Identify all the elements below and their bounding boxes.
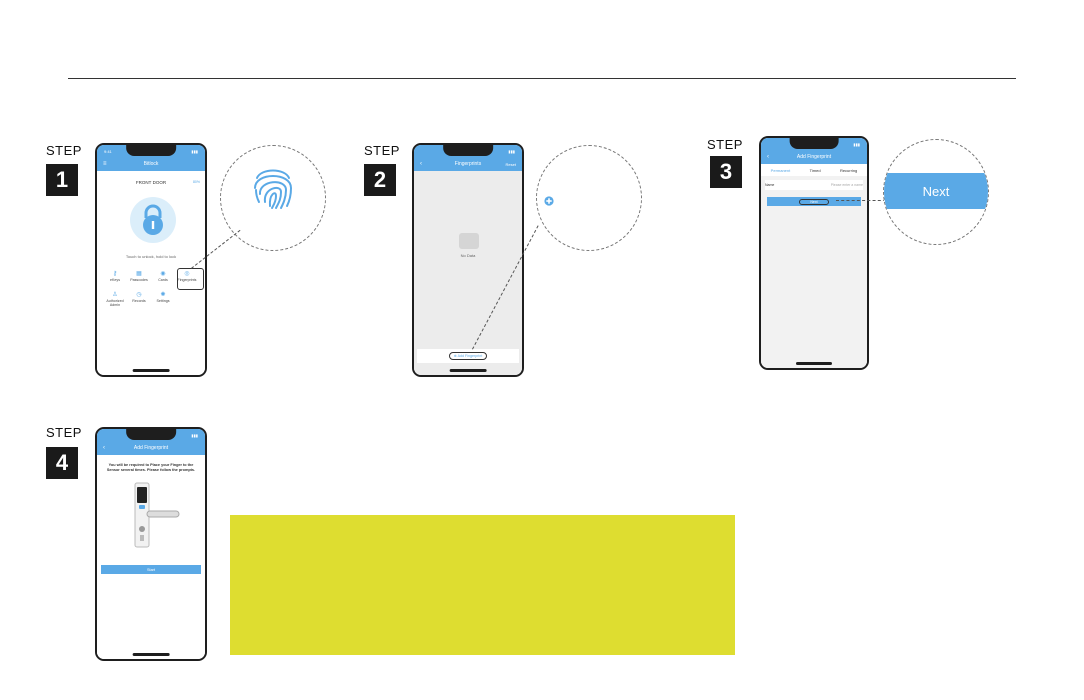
step-4-label: STEP bbox=[46, 425, 82, 440]
fingerprint-icon: ◎ bbox=[184, 271, 190, 277]
status-signal-icon: ▮▮▮ bbox=[191, 432, 198, 438]
screen-body: No Data ⊕ Add Fingerprint bbox=[414, 171, 522, 375]
back-icon[interactable]: ‹ bbox=[767, 154, 769, 160]
records-icon: ◷ bbox=[136, 292, 142, 298]
unlock-hint: Touch to unlock, hold to lock bbox=[125, 254, 177, 259]
zoom-circle-next: Next bbox=[883, 139, 989, 245]
menu-records[interactable]: ◷Records bbox=[132, 292, 146, 303]
home-indicator bbox=[132, 369, 170, 372]
reset-link[interactable]: Reset bbox=[505, 161, 516, 167]
step-3-label: STEP bbox=[707, 137, 743, 152]
phone-step-3: ▮▮▮ ‹ Add Fingerprint Permanent Timed Re… bbox=[759, 136, 869, 370]
name-label: Name bbox=[765, 183, 775, 187]
back-icon[interactable]: ‹ bbox=[420, 161, 422, 167]
note-box bbox=[230, 515, 735, 655]
menu-icon[interactable]: ≡ bbox=[103, 161, 107, 167]
phone-step-4: ▮▮▮ ‹ Add Fingerprint You will be requir… bbox=[95, 427, 207, 661]
menu-cards[interactable]: ◉Cards bbox=[158, 271, 168, 282]
door-lock-illustration bbox=[134, 482, 180, 548]
name-field[interactable]: Name Please enter a name bbox=[765, 180, 863, 190]
phone-notch bbox=[126, 145, 176, 156]
app-title: Bitlock bbox=[143, 161, 159, 167]
padlock-icon bbox=[143, 204, 163, 235]
fingerprints-highlight bbox=[177, 268, 204, 290]
zoom-circle-fingerprint bbox=[220, 145, 326, 251]
battery-level: 80% bbox=[192, 180, 200, 184]
phone-step-2: ▮▮▮ ‹ Fingerprints Reset No Data ⊕ Add F… bbox=[412, 143, 524, 377]
next-button-small[interactable]: Next bbox=[767, 197, 861, 206]
app-title: Add Fingerprint bbox=[796, 154, 832, 160]
header-rule bbox=[68, 78, 1016, 79]
step-1-number: 1 bbox=[46, 164, 78, 196]
home-indicator bbox=[449, 369, 487, 372]
step-3-number: 3 bbox=[710, 156, 742, 188]
screen-body: FRONT DOOR 80% Touch to unlock, hold to … bbox=[97, 171, 205, 375]
tab-recurring[interactable]: Recurring bbox=[839, 167, 858, 173]
phone-notch bbox=[443, 145, 493, 156]
phone-step-1: 9:41 ▮▮▮ ≡ Bitlock FRONT DOOR 80% Touch … bbox=[95, 143, 207, 377]
app-title: Fingerprints bbox=[454, 161, 482, 167]
admin-icon: ♙ bbox=[112, 292, 118, 298]
menu-passcodes[interactable]: ▦Passcodes bbox=[130, 271, 148, 282]
plus-circle-icon bbox=[544, 196, 554, 206]
step-4-number: 4 bbox=[46, 447, 78, 479]
feature-menu: ⚷eKeys ▦Passcodes ◉Cards ◎Fingerprints ♙… bbox=[103, 271, 199, 307]
app-title: Add Fingerprint bbox=[133, 445, 169, 451]
add-fingerprint-bar: ⊕ Add Fingerprint bbox=[417, 349, 519, 363]
door-name: FRONT DOOR bbox=[135, 180, 167, 185]
tab-permanent[interactable]: Permanent bbox=[770, 167, 791, 173]
name-placeholder: Please enter a name bbox=[830, 183, 863, 187]
unlock-button[interactable] bbox=[130, 197, 176, 243]
screen-body: You will be required to Place your Finge… bbox=[97, 455, 205, 659]
home-indicator bbox=[795, 362, 833, 365]
instruction-text: You will be required to Place your Finge… bbox=[106, 463, 196, 472]
status-signal-icon: ▮▮▮ bbox=[191, 148, 198, 154]
menu-ekeys[interactable]: ⚷eKeys bbox=[110, 271, 120, 282]
app-bar: ‹ Add Fingerprint bbox=[97, 441, 205, 455]
home-indicator bbox=[132, 653, 170, 656]
start-button[interactable]: Start bbox=[101, 565, 201, 574]
menu-settings[interactable]: ✺Settings bbox=[156, 292, 170, 303]
status-time: 9:41 bbox=[104, 148, 112, 154]
menu-fingerprints[interactable]: ◎Fingerprints bbox=[177, 271, 197, 282]
zoom-leader-line bbox=[836, 200, 886, 201]
app-bar: ‹ Add Fingerprint bbox=[761, 150, 867, 164]
app-bar: ‹ Fingerprints Reset bbox=[414, 157, 522, 171]
fingerprint-icon bbox=[254, 169, 293, 209]
status-signal-icon: ▮▮▮ bbox=[853, 141, 860, 147]
zoom-circle-add bbox=[536, 145, 642, 251]
phone-notch bbox=[789, 138, 839, 149]
screen-body: Permanent Timed Recurring Name Please en… bbox=[761, 164, 867, 368]
empty-state-icon bbox=[459, 233, 479, 249]
gear-icon: ✺ bbox=[160, 292, 166, 298]
step-2-label: STEP bbox=[364, 143, 400, 158]
tab-timed[interactable]: Timed bbox=[809, 167, 821, 173]
menu-authorized-admin[interactable]: ♙Authorized Admin bbox=[106, 292, 124, 307]
status-signal-icon: ▮▮▮ bbox=[508, 148, 515, 154]
step-2-number: 2 bbox=[364, 164, 396, 196]
phone-notch bbox=[126, 429, 176, 440]
empty-state-text: No Data bbox=[460, 253, 476, 258]
plus-circle-icon: ⊕ bbox=[453, 354, 457, 358]
step-1-label: STEP bbox=[46, 143, 82, 158]
next-button-zoomed: Next bbox=[884, 173, 988, 209]
key-icon: ⚷ bbox=[112, 271, 118, 277]
card-icon: ◉ bbox=[160, 271, 166, 277]
add-fingerprint-button[interactable]: ⊕ Add Fingerprint bbox=[448, 352, 488, 360]
app-bar: ≡ Bitlock bbox=[97, 157, 205, 171]
keypad-icon: ▦ bbox=[136, 271, 142, 277]
validity-tabs: Permanent Timed Recurring bbox=[761, 164, 867, 176]
back-icon[interactable]: ‹ bbox=[103, 445, 105, 451]
